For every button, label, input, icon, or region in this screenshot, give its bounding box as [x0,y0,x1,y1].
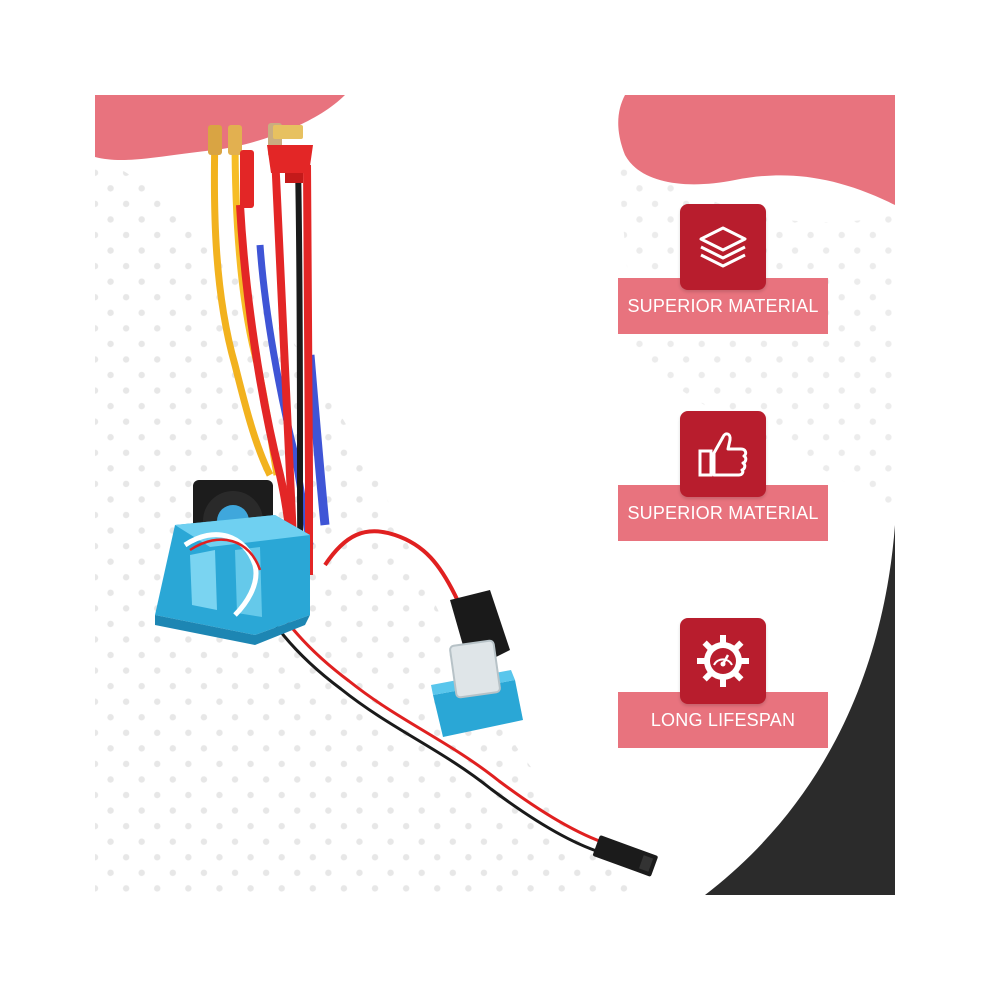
power-switch [431,639,523,737]
dark-corner-bottom-right [705,525,895,895]
product-image-panel: SUPERIOR MATERIAL SUPERIOR MATERIAL [95,95,895,895]
t-plug-connector [267,125,313,183]
feature-icon-box-3 [680,618,766,704]
esc-product-illustration [155,123,658,877]
layers-icon [699,226,747,268]
esc-heatsink-case [155,515,310,645]
servo-connector [593,835,658,877]
pink-blob-top-right [618,95,895,205]
feature-icon-box-1 [680,204,766,290]
feature-icon-box-2 [680,411,766,497]
gauge-gear-icon [697,635,749,687]
thumbs-up-icon [698,432,748,477]
